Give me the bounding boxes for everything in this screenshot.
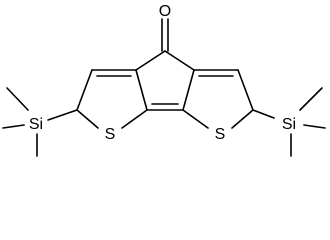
bond-left-2 (76, 69, 93, 111)
structure-diagram: O S S Si Si (2, 3, 326, 157)
bond-ring-2 (164, 50, 195, 71)
bond-right-4 (182, 109, 209, 129)
atom-silicon-right: Si (282, 116, 296, 133)
bond-right-si (252, 109, 275, 119)
bond-ring-1 (135, 50, 166, 71)
bond-left-si (47, 109, 78, 121)
bond-right-3 (231, 109, 254, 129)
bond-left-si-me2 (2, 124, 25, 129)
bond-right-2 (237, 69, 254, 111)
bond-right-si-me2 (303, 124, 326, 129)
bond-ring-3 (135, 69, 148, 111)
bond-left-3 (76, 109, 99, 129)
bond-ring-4 (182, 69, 195, 111)
bond-left-si-me1 (6, 87, 29, 111)
atom-oxygen: O (159, 3, 171, 20)
atom-sulfur-right: S (215, 126, 226, 143)
bond-left-4 (121, 109, 148, 129)
bond-right-si-me1 (299, 87, 323, 111)
atom-silicon-left: Si (29, 116, 43, 133)
atom-sulfur-left: S (105, 126, 116, 143)
molecule-svg: O S S Si Si (2, 3, 326, 157)
